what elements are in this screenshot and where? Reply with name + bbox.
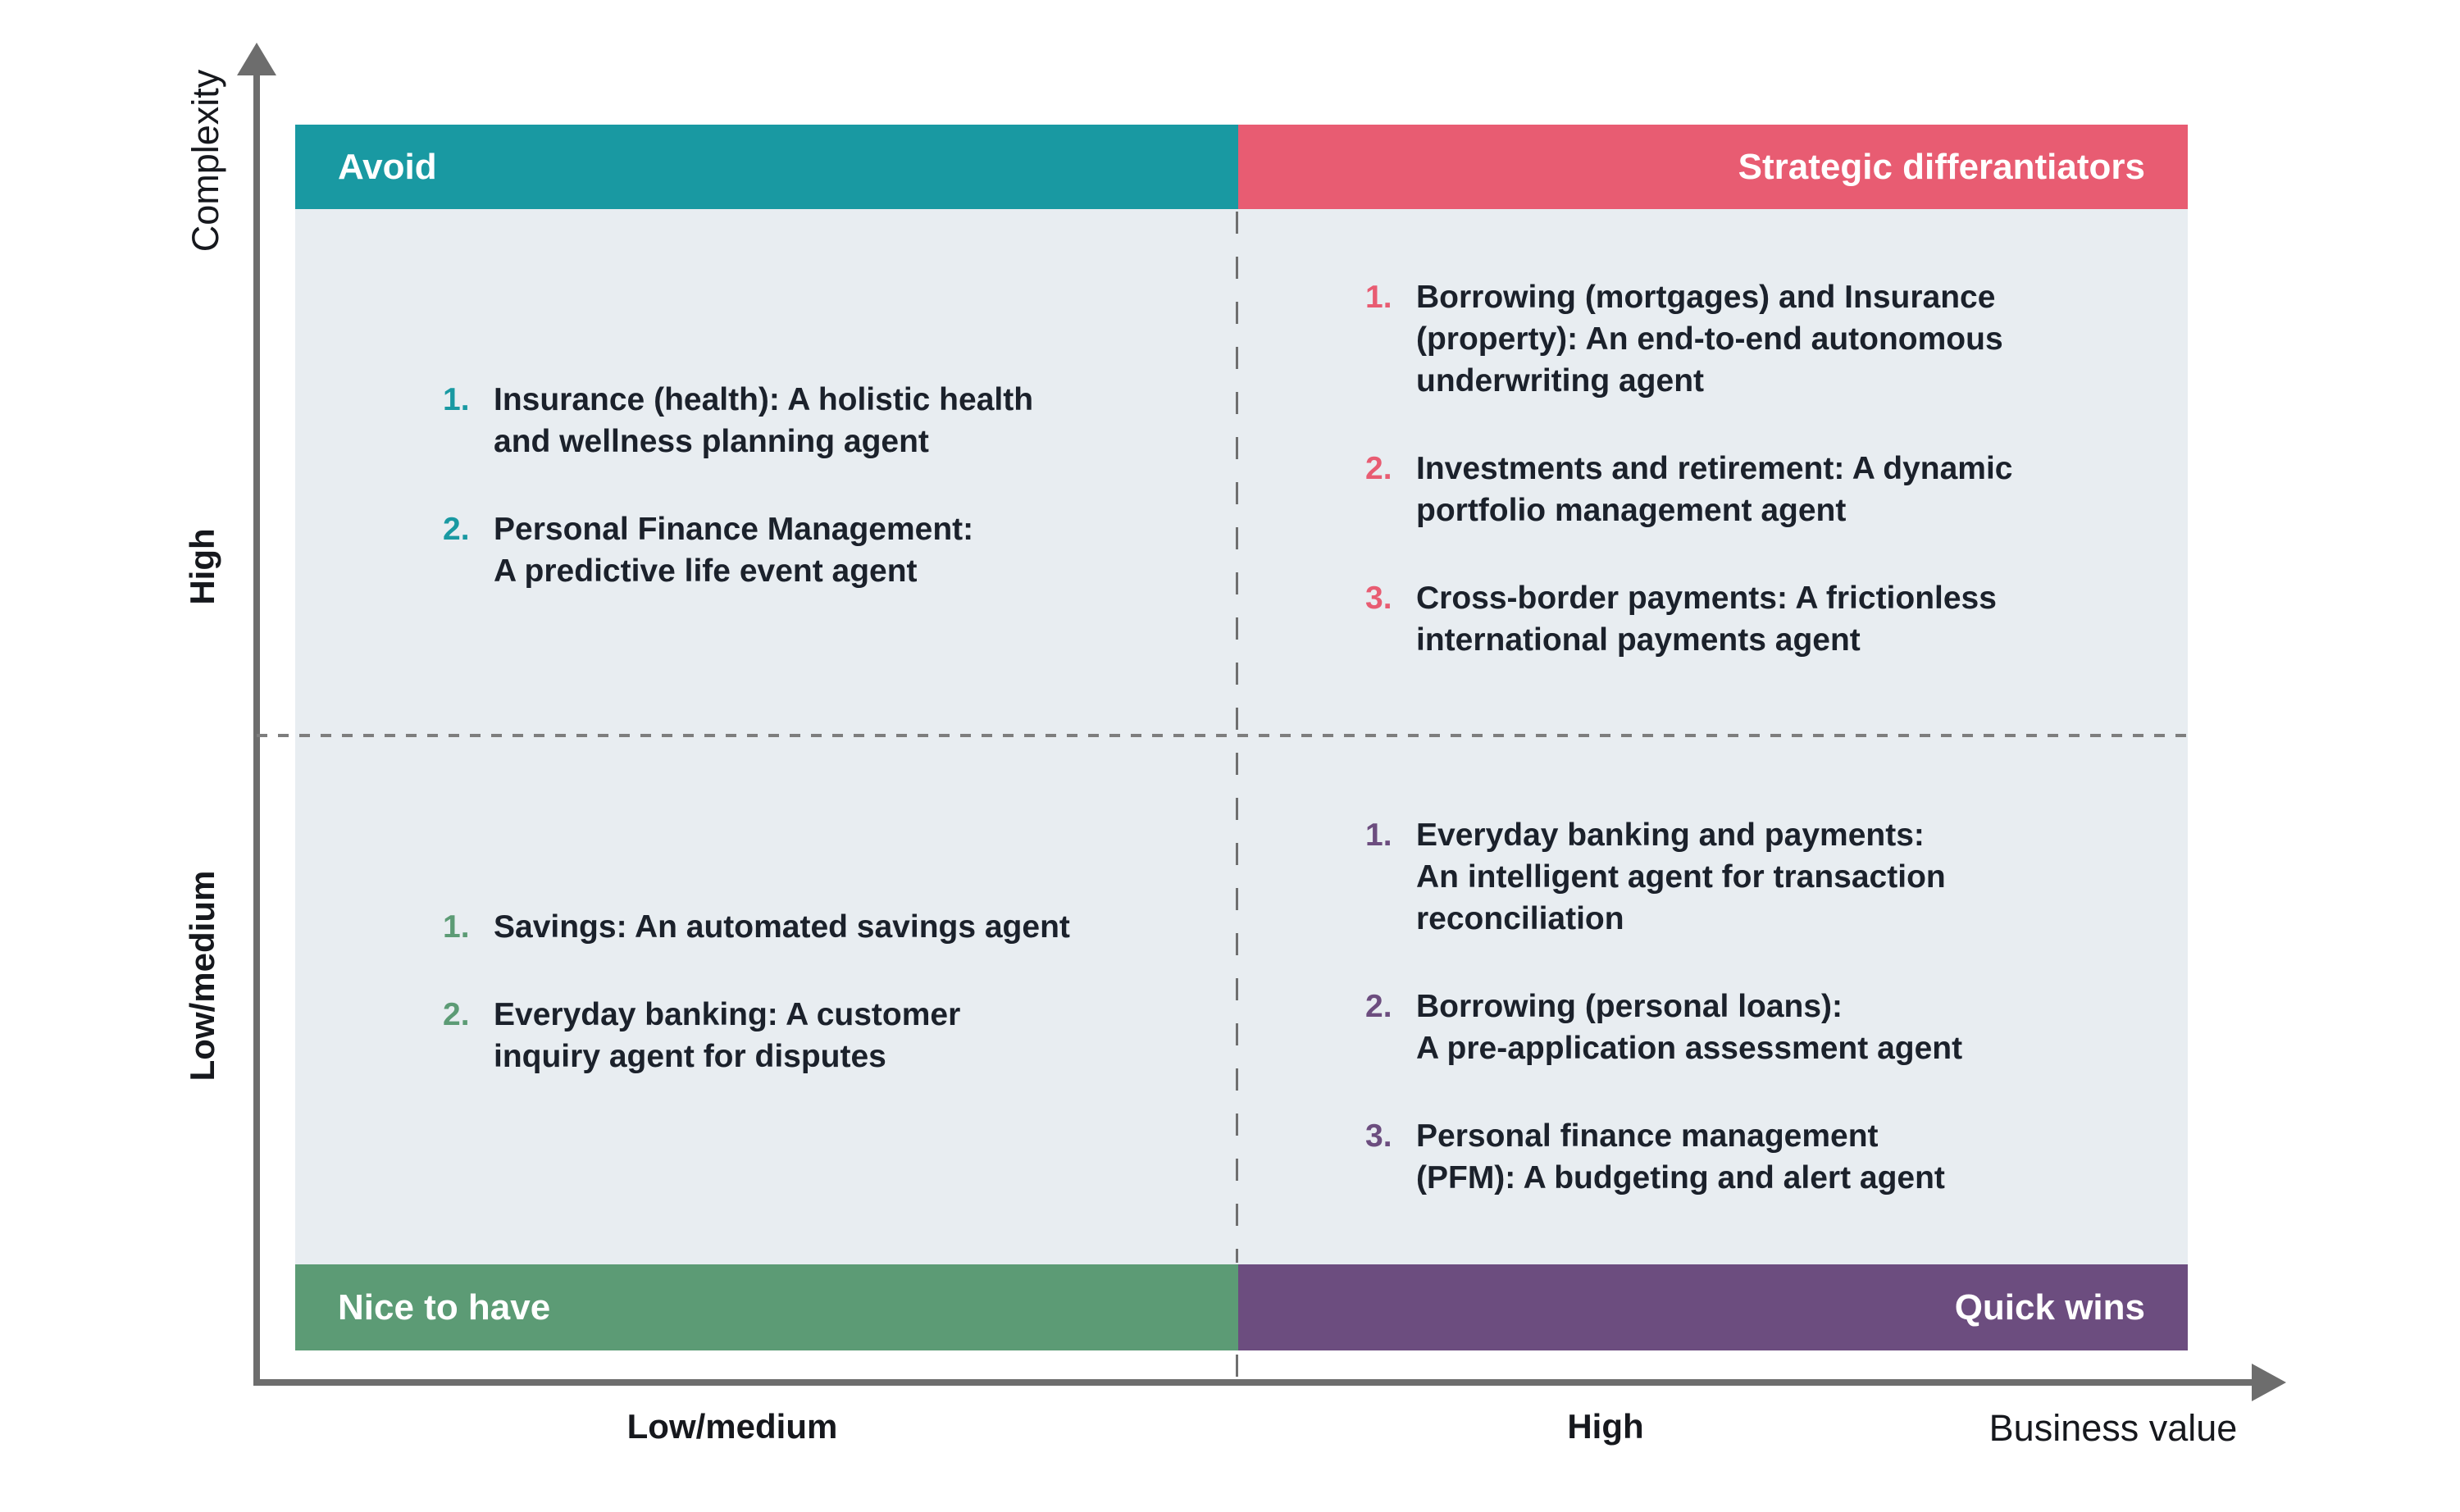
item-number: 3. — [1365, 1118, 1392, 1154]
quadrant-list-top-left: 1. Insurance (health): A holistic health… — [443, 379, 1033, 592]
y-axis-tick-low-medium: Low/medium — [183, 870, 221, 1082]
list-item: 2. Personal Finance Management: A predic… — [443, 508, 1033, 592]
quadrant-list-bottom-left: 1. Savings: An automated savings agent 2… — [443, 906, 1070, 1077]
item-text: Cross-border payments: A frictionless in… — [1416, 581, 1997, 658]
quadrant-list-top-right: 1. Borrowing (mortgages) and Insurance (… — [1365, 276, 2012, 661]
list-item: 2. Investments and retirement: A dynamic… — [1365, 448, 2012, 531]
quadrant-header-nice-to-have: Nice to have — [295, 1264, 1238, 1350]
list-item: 3. Cross-border payments: A frictionless… — [1365, 577, 2012, 661]
item-number: 2. — [1365, 451, 1392, 486]
x-axis-arrow-icon — [2252, 1364, 2286, 1401]
x-axis-tick-high: High — [1567, 1407, 1644, 1446]
quadrant-header-avoid: Avoid — [295, 125, 1238, 209]
y-axis-line — [253, 72, 260, 1386]
item-number: 1. — [1365, 280, 1392, 315]
x-axis-line — [253, 1379, 2253, 1386]
list-item: 1. Savings: An automated savings agent — [443, 906, 1070, 948]
item-text: Everyday banking and payments: An intell… — [1416, 817, 1946, 936]
quadrant-list-bottom-right: 1. Everyday banking and payments: An int… — [1365, 814, 1962, 1199]
list-item: 3. Personal finance management (PFM): A … — [1365, 1115, 1962, 1199]
item-number: 1. — [443, 382, 470, 417]
item-number: 3. — [1365, 581, 1392, 616]
list-item: 1. Insurance (health): A holistic health… — [443, 379, 1033, 462]
vertical-divider-dashed-line-below — [1236, 1355, 1238, 1379]
item-number: 2. — [443, 512, 470, 547]
list-item: 1. Everyday banking and payments: An int… — [1365, 814, 1962, 940]
list-item: 2. Everyday banking: A customer inquiry … — [443, 994, 1070, 1077]
horizontal-divider-dashed-line — [257, 734, 2188, 737]
y-axis-tick-high: High — [183, 528, 221, 605]
item-number: 1. — [1365, 817, 1392, 853]
vertical-divider-dashed-line — [1236, 212, 1238, 1263]
item-text: Borrowing (mortgages) and Insurance (pro… — [1416, 280, 2003, 398]
item-text: Insurance (health): A holistic health an… — [494, 382, 1034, 459]
x-axis-tick-low-medium: Low/medium — [626, 1407, 838, 1446]
list-item: 1. Borrowing (mortgages) and Insurance (… — [1365, 276, 2012, 402]
list-item: 2. Borrowing (personal loans): A pre-app… — [1365, 986, 1962, 1069]
item-text: Personal finance management (PFM): A bud… — [1416, 1118, 1945, 1195]
quadrant-header-quick-wins: Quick wins — [1238, 1264, 2188, 1350]
item-number: 2. — [1365, 989, 1392, 1024]
quadrant-header-strategic-differantiators: Strategic differantiators — [1238, 125, 2188, 209]
y-axis-arrow-icon — [237, 43, 276, 75]
item-number: 1. — [443, 909, 470, 945]
item-text: Savings: An automated savings agent — [494, 909, 1070, 945]
item-text: Everyday banking: A customer inquiry age… — [494, 997, 961, 1074]
x-axis-title: Business value — [1988, 1407, 2238, 1449]
item-text: Investments and retirement: A dynamic po… — [1416, 451, 2013, 528]
item-number: 2. — [443, 997, 470, 1032]
y-axis-title: Complexity — [184, 69, 226, 253]
item-text: Personal Finance Management: A predictiv… — [494, 512, 974, 589]
item-text: Borrowing (personal loans): A pre-applic… — [1416, 989, 1963, 1066]
